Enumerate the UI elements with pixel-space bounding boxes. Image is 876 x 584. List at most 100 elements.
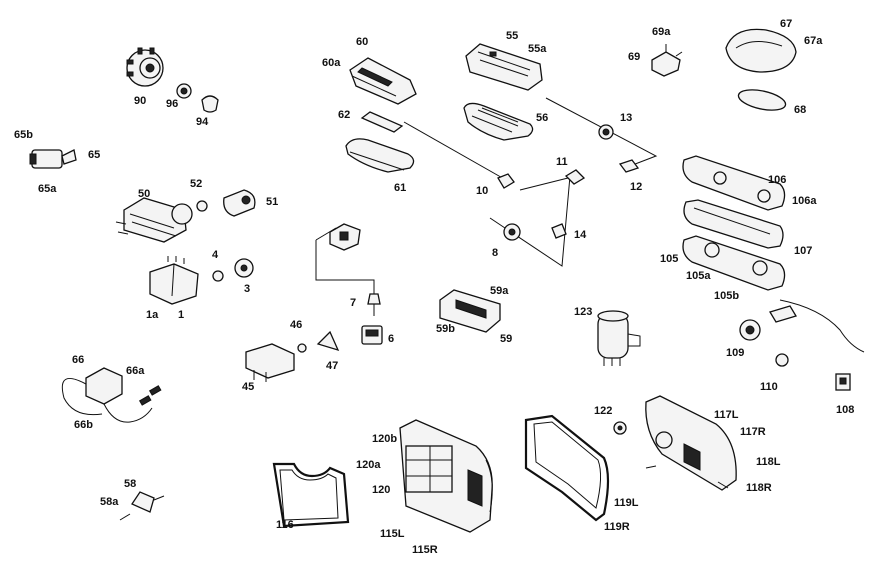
label-3: 3	[244, 283, 250, 295]
part-60-lamp-housing	[349, 57, 417, 105]
part-50-lighter-body	[115, 197, 193, 243]
label-52: 52	[190, 178, 202, 190]
label-65a: 65a	[38, 183, 57, 195]
part-46-washer	[297, 343, 307, 353]
label-68: 68	[794, 104, 806, 116]
part-109-grommet	[739, 319, 761, 341]
part-52-washer	[196, 200, 208, 212]
part-plug-top	[329, 223, 361, 251]
label-47: 47	[326, 360, 338, 372]
label-1: 1	[178, 309, 184, 321]
label-117L: 117L	[714, 409, 739, 421]
label-59a: 59a	[490, 285, 509, 297]
label-69a: 69a	[652, 26, 671, 38]
label-90: 90	[134, 95, 146, 107]
part-119-headlight-frame	[524, 414, 610, 522]
part-8-grommet	[503, 223, 521, 241]
label-105b: 105b	[714, 290, 739, 302]
label-67: 67	[780, 18, 792, 30]
part-56-lens	[463, 102, 534, 141]
part-labels: 90 96 94 60 60a 55 55a 69a 69 67 67a 68 …	[14, 18, 854, 556]
label-45: 45	[242, 381, 254, 393]
label-106a: 106a	[792, 195, 817, 207]
label-119R: 119R	[604, 521, 630, 533]
label-115L: 115L	[380, 528, 405, 540]
label-14: 14	[574, 229, 587, 241]
label-56: 56	[536, 112, 548, 124]
label-105a: 105a	[686, 270, 711, 282]
part-51-lighter-element	[223, 189, 256, 217]
part-59-lamp-housing	[439, 289, 501, 333]
part-105-taillight-housing	[682, 235, 786, 291]
label-116: 116	[276, 519, 294, 531]
part-3-grommet	[234, 258, 254, 278]
part-69-switch	[651, 44, 683, 77]
label-120b: 120b	[372, 433, 397, 445]
part-96-nut	[176, 83, 192, 99]
label-59: 59	[500, 333, 512, 345]
label-120: 120	[372, 484, 390, 496]
part-65-toggle-switch	[29, 149, 77, 169]
label-51: 51	[266, 196, 278, 208]
label-55: 55	[506, 30, 518, 42]
label-66: 66	[72, 354, 84, 366]
part-94-knob	[201, 95, 219, 113]
part-61-lens-cover	[345, 138, 415, 173]
part-90-rotary-switch	[126, 47, 164, 87]
label-109: 109	[726, 347, 744, 359]
label-107: 107	[794, 245, 812, 257]
part-108-connector	[835, 373, 851, 391]
label-110: 110	[760, 381, 778, 393]
label-4: 4	[212, 249, 219, 261]
label-46: 46	[290, 319, 302, 331]
part-106-taillight-lens	[682, 155, 786, 211]
part-107-gasket	[683, 199, 784, 249]
leader-lines	[315, 97, 658, 296]
part-67-lamp-lens	[725, 28, 797, 73]
part-47-lens-cap	[316, 330, 340, 352]
part-14-bulb-holder	[551, 223, 567, 239]
label-69: 69	[628, 51, 640, 63]
label-13: 13	[620, 112, 632, 124]
part-13-grommet	[598, 124, 614, 140]
label-123: 123	[574, 306, 592, 318]
part-58-festoon-bulb	[119, 491, 165, 521]
label-1a: 1a	[146, 309, 159, 321]
label-12: 12	[630, 181, 642, 193]
label-115R: 115R	[412, 544, 438, 556]
label-58: 58	[124, 478, 136, 490]
label-58a: 58a	[100, 496, 119, 508]
label-61: 61	[394, 182, 406, 194]
label-96: 96	[166, 98, 178, 110]
part-4-washer	[212, 270, 224, 282]
part-10-bulb-clip	[497, 173, 515, 189]
label-59b: 59b	[436, 323, 455, 335]
part-11-bulb-clip	[564, 169, 586, 185]
part-123-canister	[597, 310, 641, 366]
label-55a: 55a	[528, 43, 547, 55]
label-60a: 60a	[322, 57, 341, 69]
label-106: 106	[768, 174, 786, 186]
label-66b: 66b	[74, 419, 93, 431]
label-118R: 118R	[746, 482, 772, 494]
label-50: 50	[138, 188, 150, 200]
label-66a: 66a	[126, 365, 145, 377]
part-62-lens-strip	[360, 111, 404, 133]
part-55-lamp-housing	[465, 43, 543, 91]
part-110-clip	[775, 353, 789, 367]
part-68-gasket	[737, 89, 787, 111]
part-1-relay	[149, 256, 199, 305]
label-94: 94	[196, 116, 209, 128]
part-122-grommet	[613, 421, 627, 435]
label-62: 62	[338, 109, 350, 121]
label-7: 7	[350, 297, 356, 309]
label-108: 108	[836, 404, 854, 416]
part-6-socket	[361, 325, 383, 345]
label-65: 65	[88, 149, 100, 161]
part-117-headlight-body	[645, 395, 737, 491]
label-11: 11	[556, 156, 568, 168]
label-8: 8	[492, 247, 498, 259]
label-6: 6	[388, 333, 394, 345]
